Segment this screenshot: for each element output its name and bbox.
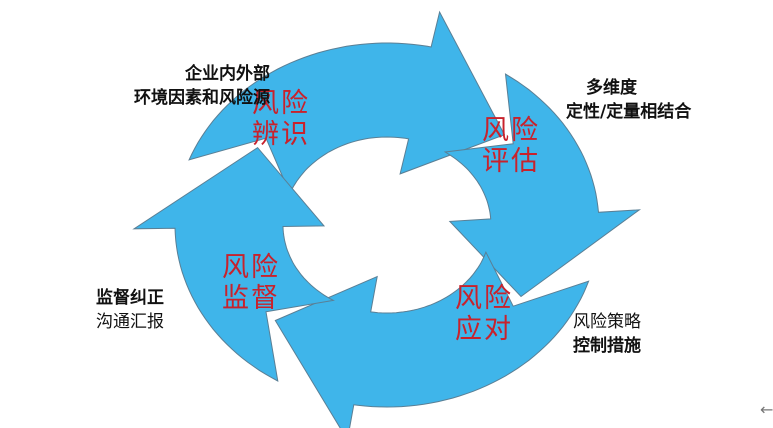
- note-assess-line2: 定性/定量相结合: [566, 102, 692, 122]
- stage-respond-line1: 风险: [455, 283, 513, 314]
- note-respond-line1: 风险策略: [573, 312, 641, 332]
- stage-label-monitor: 风险 监督: [222, 252, 280, 314]
- note-identify-line1: 企业内外部: [185, 64, 270, 84]
- note-assess-line1: 多维度: [586, 78, 637, 98]
- note-monitor: 监督纠正 沟通汇报: [96, 286, 164, 334]
- note-assess: 多维度 定性/定量相结合: [566, 76, 691, 124]
- stage-monitor-line1: 风险: [222, 252, 280, 283]
- stage-identify-line2: 辨识: [252, 119, 310, 150]
- arrow-assess: [443, 73, 642, 298]
- back-arrow-icon[interactable]: ←: [760, 400, 773, 419]
- stage-label-assess: 风险 评估: [482, 115, 540, 177]
- stage-respond-line2: 应对: [455, 314, 513, 345]
- stage-monitor-line2: 监督: [222, 283, 280, 314]
- note-identify-line2: 环境因素和风险源: [134, 88, 270, 108]
- stage-label-respond: 风险 应对: [455, 283, 513, 345]
- note-respond: 风险策略 控制措施: [573, 310, 641, 358]
- note-respond-line2: 控制措施: [573, 336, 641, 356]
- note-monitor-line2: 沟通汇报: [96, 312, 164, 332]
- stage-label-identify: 风险 辨识: [252, 88, 310, 150]
- arrow-identify: [188, 10, 506, 195]
- stage-identify-line1: 风险: [252, 88, 310, 119]
- stage-assess-line2: 评估: [482, 146, 540, 177]
- arrow-monitor: [132, 146, 335, 382]
- stage-assess-line1: 风险: [482, 115, 540, 146]
- note-monitor-line1: 监督纠正: [96, 288, 164, 308]
- arrow-respond: [274, 251, 590, 428]
- note-identify: 企业内外部 环境因素和风险源: [40, 62, 270, 110]
